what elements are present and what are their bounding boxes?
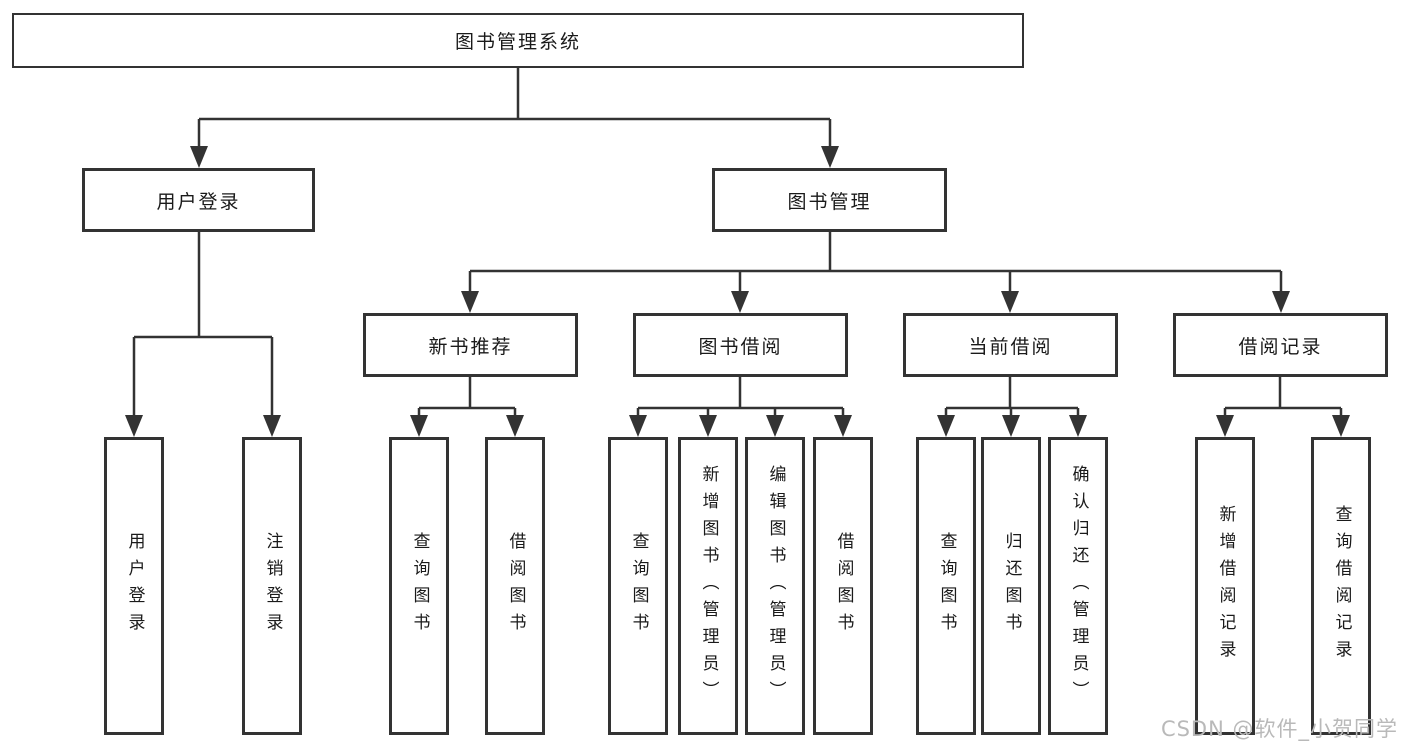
node-new-book-recommend-label: 新书推荐 [428, 335, 513, 358]
leaf-return-books-label: 归还图书 [1001, 532, 1022, 640]
leaf-add-books-admin-label: 新增图书（管理员） [698, 464, 719, 708]
leaf-query-books-current: 查询图书 [916, 437, 976, 735]
node-current-borrow-label: 当前借阅 [968, 335, 1053, 358]
leaf-query-books-recommend: 查询图书 [389, 437, 449, 735]
node-book-borrow: 图书借阅 [633, 313, 848, 377]
leaf-logout: 注销登录 [242, 437, 302, 735]
leaf-user-login-label: 用户登录 [124, 532, 145, 640]
node-root-label: 图书管理系统 [454, 31, 581, 53]
node-user-login: 用户登录 [82, 168, 315, 232]
leaf-edit-books-admin-label: 编辑图书（管理员） [765, 464, 786, 708]
csdn-watermark: CSDN @软件_小贺同学 [1160, 717, 1398, 741]
leaf-confirm-return-admin-label: 确认归还（管理员） [1068, 464, 1089, 708]
leaf-add-borrow-record-label: 新增借阅记录 [1215, 505, 1236, 667]
node-current-borrow: 当前借阅 [903, 313, 1118, 377]
leaf-query-books-current-label: 查询图书 [936, 532, 957, 640]
node-book-management: 图书管理 [712, 168, 947, 232]
leaf-query-borrow-record-label: 查询借阅记录 [1331, 505, 1352, 667]
arrowheads [125, 146, 1350, 437]
leaf-add-borrow-record: 新增借阅记录 [1195, 437, 1255, 735]
leaf-borrow-books: 借阅图书 [813, 437, 873, 735]
leaf-add-books-admin: 新增图书（管理员） [678, 437, 738, 735]
leaf-query-books-recommend-label: 查询图书 [409, 532, 430, 640]
leaf-user-login: 用户登录 [104, 437, 164, 735]
leaf-query-books-borrow: 查询图书 [608, 437, 668, 735]
node-root-system: 图书管理系统 [12, 13, 1024, 68]
leaf-edit-books-admin: 编辑图书（管理员） [745, 437, 805, 735]
leaf-query-books-borrow-label: 查询图书 [628, 532, 649, 640]
node-user-login-label: 用户登录 [156, 190, 241, 213]
leaf-borrow-books-recommend-label: 借阅图书 [505, 532, 526, 640]
leaf-borrow-books-recommend: 借阅图书 [485, 437, 545, 735]
leaf-confirm-return-admin: 确认归还（管理员） [1048, 437, 1108, 735]
leaf-logout-label: 注销登录 [262, 532, 283, 640]
node-book-borrow-label: 图书借阅 [698, 335, 783, 358]
node-new-book-recommend: 新书推荐 [363, 313, 578, 377]
node-borrow-records-label: 借阅记录 [1238, 335, 1323, 358]
leaf-return-books: 归还图书 [981, 437, 1041, 735]
leaf-borrow-books-label: 借阅图书 [833, 532, 854, 640]
leaf-query-borrow-record: 查询借阅记录 [1311, 437, 1371, 735]
node-book-management-label: 图书管理 [787, 190, 872, 213]
node-borrow-records: 借阅记录 [1173, 313, 1388, 377]
